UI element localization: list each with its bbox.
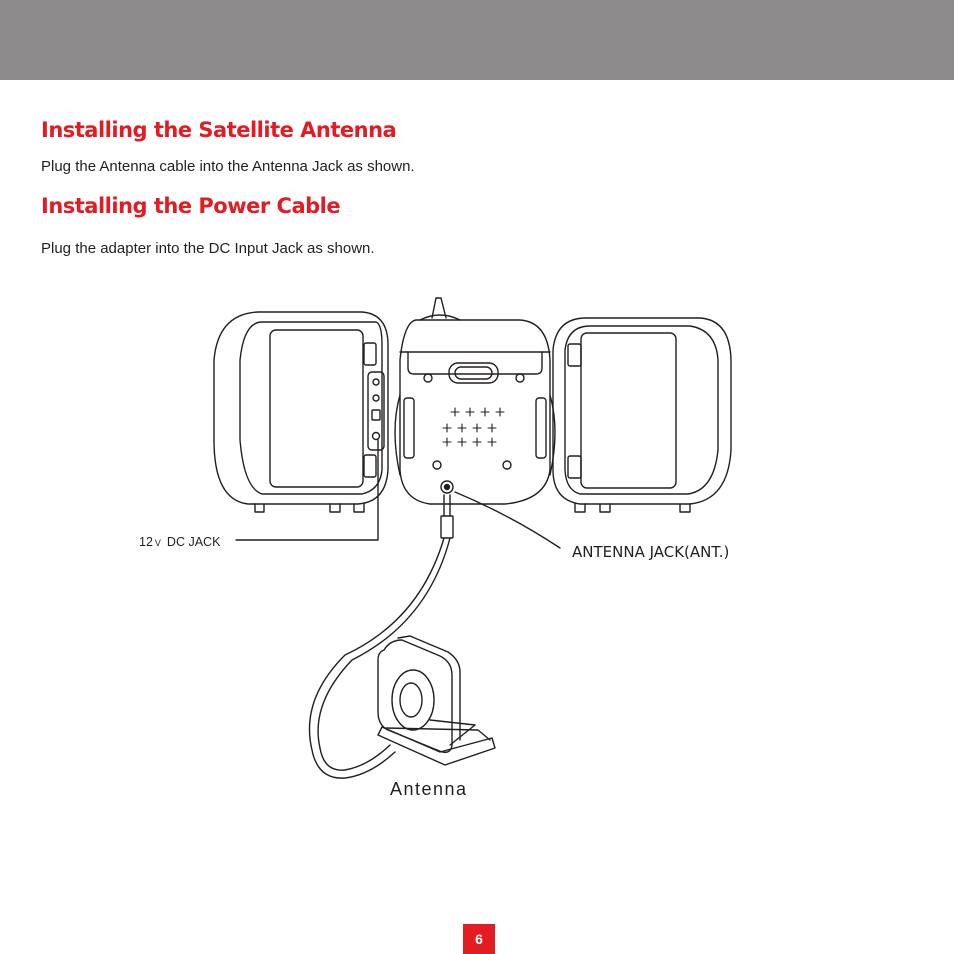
left-speaker [213, 311, 389, 513]
header-bar [0, 0, 954, 80]
antenna-label: Antenna [390, 779, 468, 799]
center-unit [394, 297, 556, 505]
section-title-power-cable: Installing the Power Cable [41, 194, 341, 218]
right-speaker [552, 317, 732, 513]
antenna-device [377, 635, 496, 766]
antenna-jack [440, 480, 454, 494]
antenna-jack-label: ANTENNA JACK(ANT.) [572, 543, 729, 561]
page-number: 6 [463, 924, 495, 954]
antenna-cable [308, 494, 454, 779]
dc-jack-leader-line [235, 439, 379, 541]
section-body-power-cable: Plug the adapter into the DC Input Jack … [41, 240, 375, 257]
antenna-jack-leader-line [454, 491, 561, 549]
section-title-satellite-antenna: Installing the Satellite Antenna [41, 118, 397, 142]
section-body-satellite-antenna: Plug the Antenna cable into the Antenna … [41, 158, 415, 175]
